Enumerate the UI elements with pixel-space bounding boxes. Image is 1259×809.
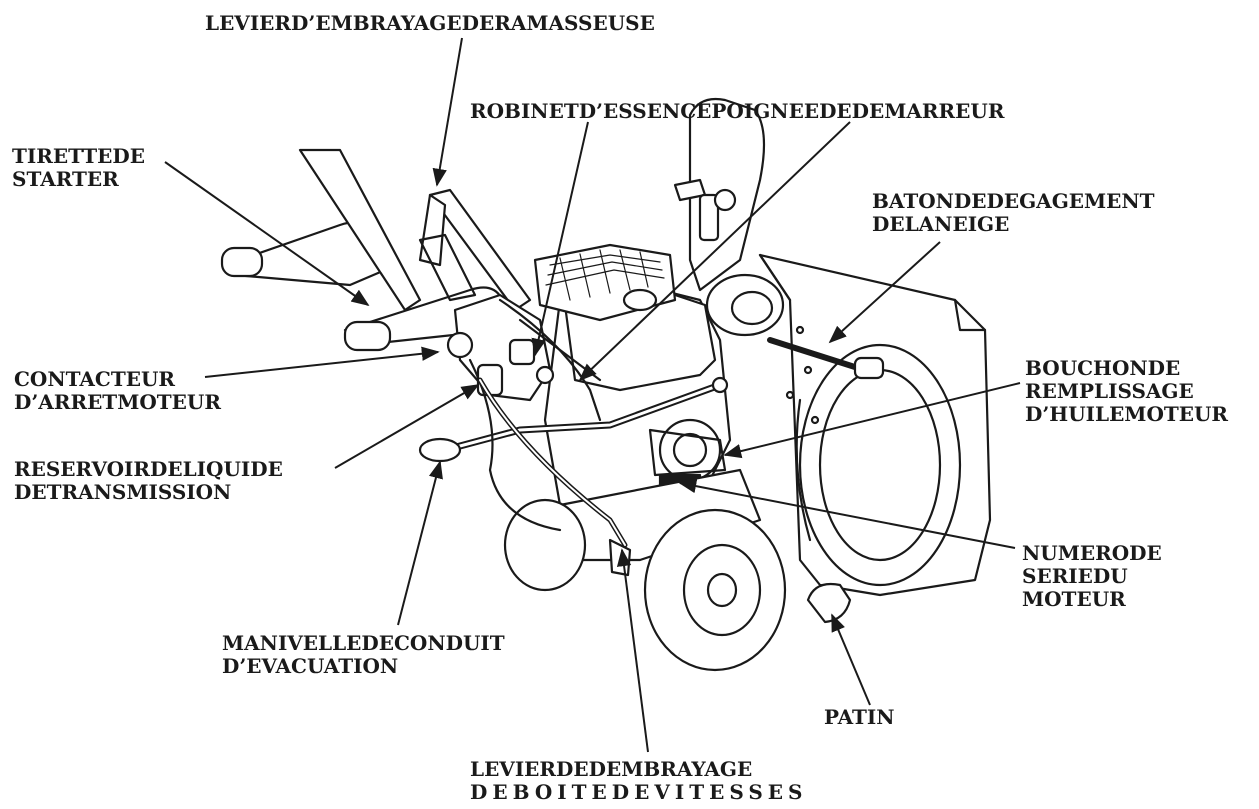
leader-tirette — [164, 161, 370, 307]
leader-manivelle — [397, 460, 443, 626]
label-baton-degagement: BATONDEDEGAGEMENT DELANEIGE — [872, 189, 1155, 236]
leader-levier-ramasseuse — [432, 37, 463, 187]
leader-robinet — [531, 121, 589, 357]
leader-patin — [831, 613, 871, 706]
label-contacteur: CONTACTEUR D’ARRETMOTEUR — [14, 367, 221, 414]
label-numero-serie: NUMERODE SERIEDU MOTEUR — [1022, 541, 1162, 611]
label-tirette-starter: TIRETTEDE STARTER — [12, 144, 145, 191]
leader-poignee — [578, 121, 851, 382]
auger-drum — [798, 343, 962, 587]
label-patin: PATIN — [824, 705, 895, 729]
label-manivelle: MANIVELLEDECONDUIT D’EVACUATION — [222, 631, 505, 678]
label-bouchon: BOUCHONDE REMPLISSAGE D’HUILEMOTEUR — [1025, 356, 1229, 426]
left-wheel — [503, 498, 587, 592]
leader-numero — [678, 479, 1016, 549]
leader-bouchon — [723, 382, 1021, 459]
skid-shoe — [806, 582, 852, 624]
label-reservoir: RESERVOIRDELIQUIDE DETRANSMISSION — [14, 457, 283, 504]
leader-levier-vitesses — [616, 548, 649, 753]
leader-reservoir — [334, 384, 480, 469]
label-levier-vitesses: LEVIERDEDEMBRAYAGE DEBOITEDEVITESSES — [470, 757, 808, 804]
label-robinet-poignee: ROBINETD’ESSENCEPOIGNEEDEDEMARREUR — [470, 99, 1005, 123]
leader-contacteur — [204, 346, 440, 378]
lever-bar — [428, 188, 532, 312]
leader-baton — [828, 241, 941, 344]
label-levier-ramasseuse: LEVIERD’EMBRAYAGEDERAMASSEUSE — [205, 11, 655, 35]
upper-bar — [298, 148, 422, 312]
